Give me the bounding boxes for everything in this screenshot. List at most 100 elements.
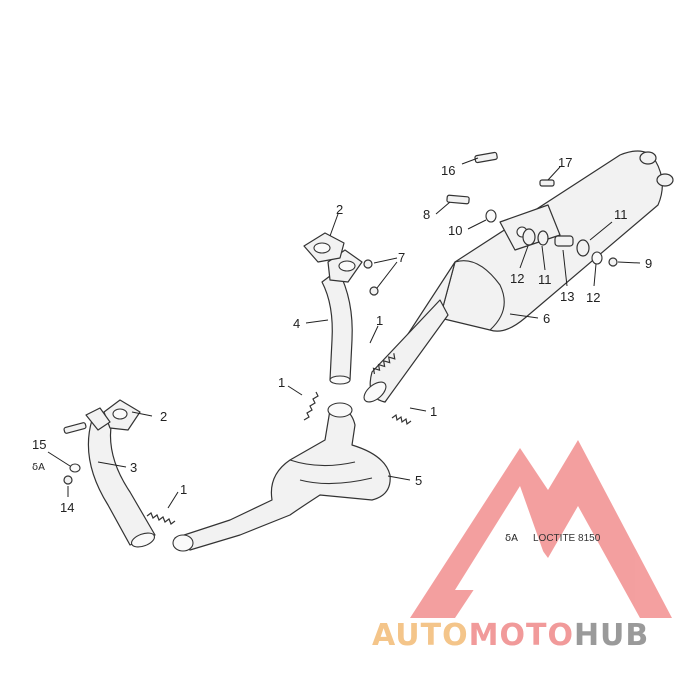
flange-lower-pipe <box>85 407 111 431</box>
loctite-legend-symbol: δA <box>505 533 518 544</box>
collector-inlet-top <box>327 402 353 418</box>
callout-1-right: 1 <box>430 404 437 419</box>
bolt-8 <box>446 194 470 205</box>
leader-11-right <box>589 221 613 241</box>
watermark-auto: AUTO <box>372 618 469 653</box>
muffler-inlet-opening <box>363 381 387 403</box>
muffler-outlet-lower <box>656 173 674 187</box>
callout-10: 10 <box>448 223 462 238</box>
screw-17 <box>539 179 555 187</box>
watermark-logo <box>410 440 672 618</box>
collector-body <box>174 408 391 551</box>
nut-14 <box>63 475 73 485</box>
callout-14: 14 <box>60 500 74 515</box>
collector-inlet-left <box>172 534 194 552</box>
loctite-legend-label: LOCTITE 8150 <box>533 533 601 544</box>
washer-15 <box>69 463 81 473</box>
spring-1-right <box>391 413 412 426</box>
mounting-hardware <box>446 151 618 267</box>
collector-contour <box>289 459 373 485</box>
callout-8: 8 <box>423 207 430 222</box>
leader-12-right <box>593 263 597 287</box>
leader-8 <box>435 201 451 215</box>
leader-12-left <box>519 245 529 269</box>
loctite-marker-left: δA <box>32 462 45 473</box>
leader-3 <box>97 461 127 468</box>
callout-1-upper: 1 <box>376 313 383 328</box>
watermark-logo-inner <box>455 486 585 590</box>
nut-7-a <box>363 259 373 269</box>
leader-11-left <box>541 245 546 271</box>
muffler-outlet-upper <box>639 151 657 165</box>
bushing-11-left <box>537 230 549 246</box>
callout-17: 17 <box>558 155 572 170</box>
header-pipe-upper <box>303 232 379 385</box>
watermark-text: AUTOMOTOHUB <box>372 618 649 653</box>
header-pipe-lower <box>63 399 156 548</box>
header-pipe-3-outlet <box>130 532 156 548</box>
callout-13: 13 <box>560 289 574 304</box>
leader-1-right <box>409 407 427 412</box>
callout-12-right: 12 <box>586 290 600 305</box>
washer-12-right <box>591 251 603 265</box>
watermark-hub: HUB <box>574 618 649 653</box>
nut-9 <box>608 257 618 267</box>
callout-15: 15 <box>32 437 46 452</box>
leader-5 <box>387 475 411 481</box>
callout-11-right: 11 <box>614 207 628 222</box>
spacer-13 <box>554 235 574 247</box>
callout-2-upper: 2 <box>336 202 343 217</box>
leader-2-lower <box>131 411 153 417</box>
washer-10 <box>485 209 497 223</box>
header-pipe-3 <box>87 419 156 546</box>
leader-9 <box>617 261 641 264</box>
callout-labels: 2 7 4 1 1 1 1 5 2 3 15 14 6 16 17 8 10 1… <box>32 155 652 515</box>
callout-7: 7 <box>398 250 405 265</box>
leader-7-b <box>376 261 398 289</box>
gasket-2-lower-hole <box>112 408 128 420</box>
watermark-moto: MOTO <box>469 618 574 653</box>
springs <box>146 353 412 525</box>
watermark-logo-mark <box>410 440 672 618</box>
leader-2-upper <box>329 213 339 237</box>
bolt-16 <box>474 151 498 164</box>
callout-leaders <box>47 157 641 509</box>
header-pipe-4 <box>321 269 353 381</box>
callout-6: 6 <box>543 311 550 326</box>
callout-1-lower: 1 <box>180 482 187 497</box>
spring-1-lower <box>146 512 176 525</box>
leader-7-a <box>373 257 398 264</box>
spring-1-middle <box>303 391 319 421</box>
header-pipe-4-outlet <box>329 375 351 385</box>
callout-12-left: 12 <box>510 271 524 286</box>
leader-15 <box>47 451 71 467</box>
muffler-endcap-line <box>454 260 505 331</box>
leader-1-lower <box>167 491 179 509</box>
callout-9: 9 <box>645 256 652 271</box>
callout-5: 5 <box>415 473 422 488</box>
leader-1-upper <box>369 325 379 344</box>
callout-11-left: 11 <box>538 272 552 287</box>
stud-lower <box>63 422 87 434</box>
callout-16: 16 <box>441 163 455 178</box>
collector-pipe <box>172 402 391 552</box>
leader-17 <box>547 166 561 181</box>
bushing-11-right <box>576 239 590 257</box>
grommet-12-left <box>522 228 536 246</box>
gasket-2-upper-hole <box>313 242 331 254</box>
leader-16 <box>461 157 479 165</box>
muffler-body <box>439 150 663 332</box>
callout-4: 4 <box>293 316 300 331</box>
leader-13 <box>562 249 568 287</box>
spring-1-upper <box>372 353 396 375</box>
watermark-wordmark: AUTOMOTOHUB <box>372 618 649 653</box>
flange-upper-hole <box>338 260 356 272</box>
leader-4 <box>305 319 329 324</box>
callout-3: 3 <box>130 460 137 475</box>
leader-10 <box>467 219 487 230</box>
leader-1-middle <box>287 385 303 396</box>
callout-1-middle: 1 <box>278 375 285 390</box>
leader-6 <box>509 313 539 319</box>
